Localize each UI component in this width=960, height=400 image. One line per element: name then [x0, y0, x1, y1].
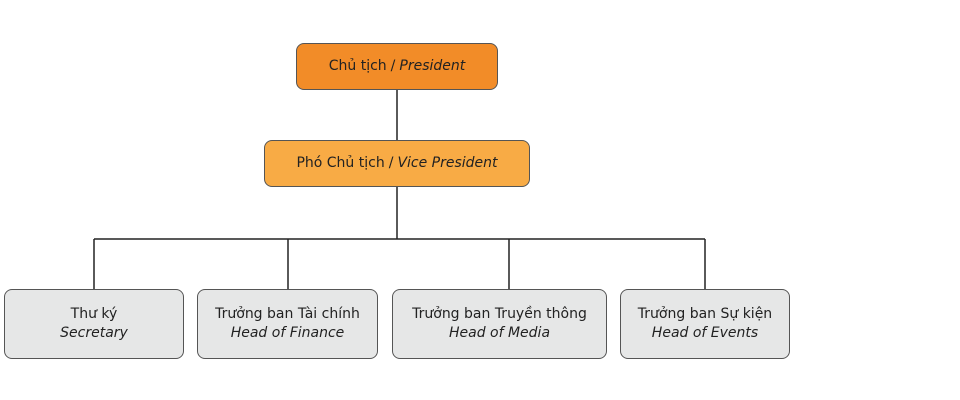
node-president-vi: Chủ tịch	[328, 58, 387, 74]
node-head-of-events-en: Head of Events	[651, 325, 759, 341]
node-president-separator: /	[390, 58, 396, 74]
node-head-of-events-vi: Trưởng ban Sự kiện	[637, 306, 773, 322]
node-head-of-finance-en: Head of Finance	[230, 325, 345, 341]
node-vice-president: Phó Chủ tịch/Vice President	[264, 140, 530, 187]
node-secretary-en: Secretary	[60, 325, 128, 341]
node-secretary: Thư ký Secretary	[4, 289, 184, 359]
node-vice-president-en: Vice President	[397, 155, 498, 171]
node-head-of-finance: Trưởng ban Tài chính Head of Finance	[197, 289, 378, 359]
node-head-of-finance-vi: Trưởng ban Tài chính	[215, 306, 360, 322]
node-head-of-media: Trưởng ban Truyền thông Head of Media	[392, 289, 607, 359]
node-secretary-vi: Thư ký	[70, 306, 118, 322]
node-head-of-media-vi: Trưởng ban Truyền thông	[412, 306, 587, 322]
node-vice-president-separator: /	[388, 155, 394, 171]
node-president: Chủ tịch/President	[296, 43, 498, 90]
node-head-of-media-en: Head of Media	[448, 325, 551, 341]
node-president-en: President	[399, 58, 466, 74]
node-head-of-events: Trưởng ban Sự kiện Head of Events	[620, 289, 790, 359]
node-vice-president-vi: Phó Chủ tịch	[296, 155, 385, 171]
